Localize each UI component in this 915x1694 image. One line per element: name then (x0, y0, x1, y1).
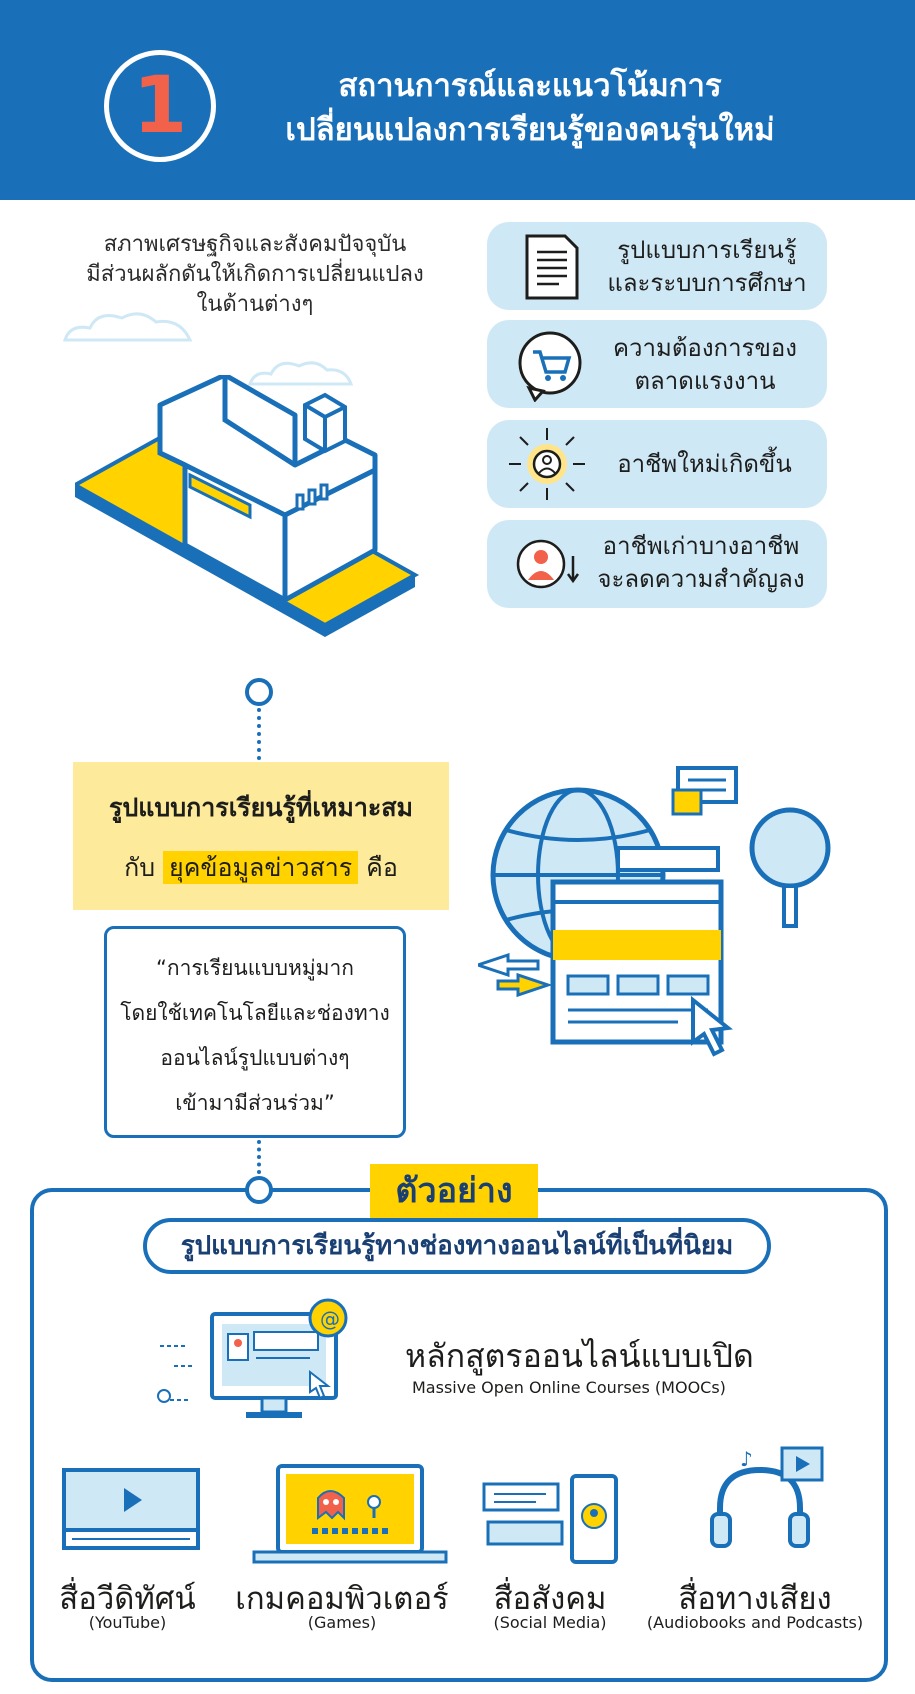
intro-text: สภาพเศรษฐกิจและสังคมปัจจุบัน มีส่วนผลักด… (55, 230, 455, 320)
factor-labor-market: ความต้องการของ ตลาดแรงงาน (487, 320, 827, 408)
quote-line-4: เข้ามามีส่วนร่วม” (175, 1091, 335, 1115)
person-down-icon (516, 539, 580, 589)
scallop-shape (360, 176, 390, 197)
scallop-shape (330, 176, 360, 197)
connector-ring (245, 678, 273, 706)
media-games-sub: (Games) (307, 1613, 377, 1632)
scallop-shape (900, 176, 915, 197)
learning-prefix: กับ (124, 853, 156, 882)
mooc-subtitle: Massive Open Online Courses (MOOCs) (412, 1378, 726, 1397)
scallop-shape (780, 176, 810, 197)
video-player-icon (62, 1468, 200, 1550)
scallop-shape (630, 176, 660, 197)
connector-dots (257, 1140, 261, 1174)
scallop-shape (540, 176, 570, 197)
scallop-shape (180, 176, 210, 197)
page-title: สถานการณ์และแนวโน้มการ เปลี่ยนแปลงการเรี… (250, 64, 810, 152)
building-illustration (75, 375, 420, 637)
quote-line-2: โดยใช้เทคโนโลยีและช่องทาง (120, 1001, 390, 1025)
scallop-shape (150, 176, 180, 197)
media-audio-label: สื่อทางเสียง (678, 1581, 832, 1617)
scallop-shape (420, 176, 450, 197)
mooc-title: หลักสูตรออนไลน์แบบเปิด (405, 1337, 754, 1375)
web-globe-illustration (478, 766, 831, 1057)
intro-line-1: สภาพเศรษฐกิจและสังคมปัจจุบัน (103, 232, 407, 257)
media-social-sub: (Social Media) (493, 1613, 607, 1632)
media-video-label: สื่อวีดิทัศน์ (59, 1581, 196, 1617)
quote-box (104, 926, 406, 1138)
cloud-icon (247, 361, 354, 386)
factor-1-line-2: และระบบการศึกษา (607, 269, 807, 297)
scallop-shape (240, 176, 270, 197)
scallop-shape (570, 176, 600, 197)
media-video-sub: (YouTube) (88, 1613, 167, 1632)
scallop-shape (840, 176, 870, 197)
learning-heading: รูปแบบการเรียนรู้ที่เหมาะสม (108, 793, 414, 822)
scallop-shape (90, 176, 120, 197)
title-line-2: เปลี่ยนแปลงการเรียนรู้ของคนรุ่นใหม่ (285, 112, 775, 148)
scallop-shape (720, 176, 750, 197)
scallop-shape (810, 176, 840, 197)
factor-4-line-2: จะลดความสำคัญลง (597, 565, 805, 593)
scallop-shape (510, 176, 540, 197)
mooc-computer-icon: @ (157, 1298, 348, 1418)
scallop-shape (690, 176, 720, 197)
intro-line-3: ในด้านต่างๆ (196, 292, 314, 317)
svg-text:♪: ♪ (740, 1447, 753, 1471)
scallop-shape (600, 176, 630, 197)
shopping-cart-icon (518, 331, 582, 402)
information-age-highlight: ยุคข้อมูลข่าวสาร (163, 851, 359, 884)
scallop-shape (870, 176, 900, 197)
example-tag: ตัวอย่าง (370, 1164, 538, 1218)
scallop-shape (0, 176, 30, 197)
svg-text:@: @ (320, 1307, 340, 1331)
media-social-label: สื่อสังคม (493, 1581, 607, 1617)
scallop-shape (390, 176, 420, 197)
factor-2-line-2: ตลาดแรงงาน (634, 367, 776, 395)
scallop-shape (660, 176, 690, 197)
quote-line-3: ออนไลน์รูปแบบต่างๆ (160, 1046, 350, 1070)
scallop-shape (300, 176, 330, 197)
cloud-icon (62, 312, 193, 342)
media-audio-sub: (Audiobooks and Podcasts) (646, 1613, 864, 1632)
factor-3-line-1: อาชีพใหม่เกิดขึ้น (617, 450, 792, 478)
connector-dots (257, 708, 261, 760)
scallop-shape (210, 176, 240, 197)
scallop-shape (120, 176, 150, 197)
scallop-shape (30, 176, 60, 197)
scallop-shape (750, 176, 780, 197)
intro-line-2: มีส่วนผลักดันให้เกิดการเปลี่ยนแปลง (86, 262, 424, 287)
learning-subheading: กับ ยุคข้อมูลข่าวสาร คือ (73, 848, 449, 888)
title-line-1: สถานการณ์และแนวโน้มการ (338, 68, 722, 104)
learning-highlight-box (73, 762, 449, 910)
connector-ring (245, 1176, 273, 1204)
scallop-shape (270, 176, 300, 197)
popular-channels-heading: รูปแบบการเรียนรู้ทางช่องทางออนไลน์ที่เป็… (143, 1218, 771, 1274)
learning-suffix: คือ (366, 853, 398, 882)
headphones-icon: ♪ (710, 1446, 824, 1548)
factor-learning-system: รูปแบบการเรียนรู้ และระบบการศึกษา (487, 222, 827, 310)
factor-2-line-1: ความต้องการของ (613, 334, 797, 362)
quote-line-1: “การเรียนแบบหมู่มาก (155, 956, 354, 980)
header-scallop-edge (0, 176, 915, 197)
section-number-badge: 1 (104, 50, 216, 162)
quote-text: “การเรียนแบบหมู่มาก โดยใช้เทคโนโลยีและช่… (104, 946, 406, 1126)
factor-new-careers: อาชีพใหม่เกิดขึ้น (487, 420, 827, 508)
section-number: 1 (132, 61, 188, 151)
document-icon (525, 234, 579, 300)
factor-4-line-1: อาชีพเก่าบางอาชีพ (602, 532, 800, 560)
factor-old-careers: อาชีพเก่าบางอาชีพ จะลดความสำคัญลง (487, 520, 827, 608)
scallop-shape (450, 176, 480, 197)
media-games-label: เกมคอมพิวเตอร์ (235, 1581, 449, 1617)
factor-1-line-1: รูปแบบการเรียนรู้ (617, 236, 797, 264)
person-expand-icon (509, 428, 585, 500)
game-laptop-icon (252, 1464, 448, 1564)
scallop-shape (480, 176, 510, 197)
scallop-shape (60, 176, 90, 197)
social-chat-phone-icon (482, 1474, 618, 1564)
